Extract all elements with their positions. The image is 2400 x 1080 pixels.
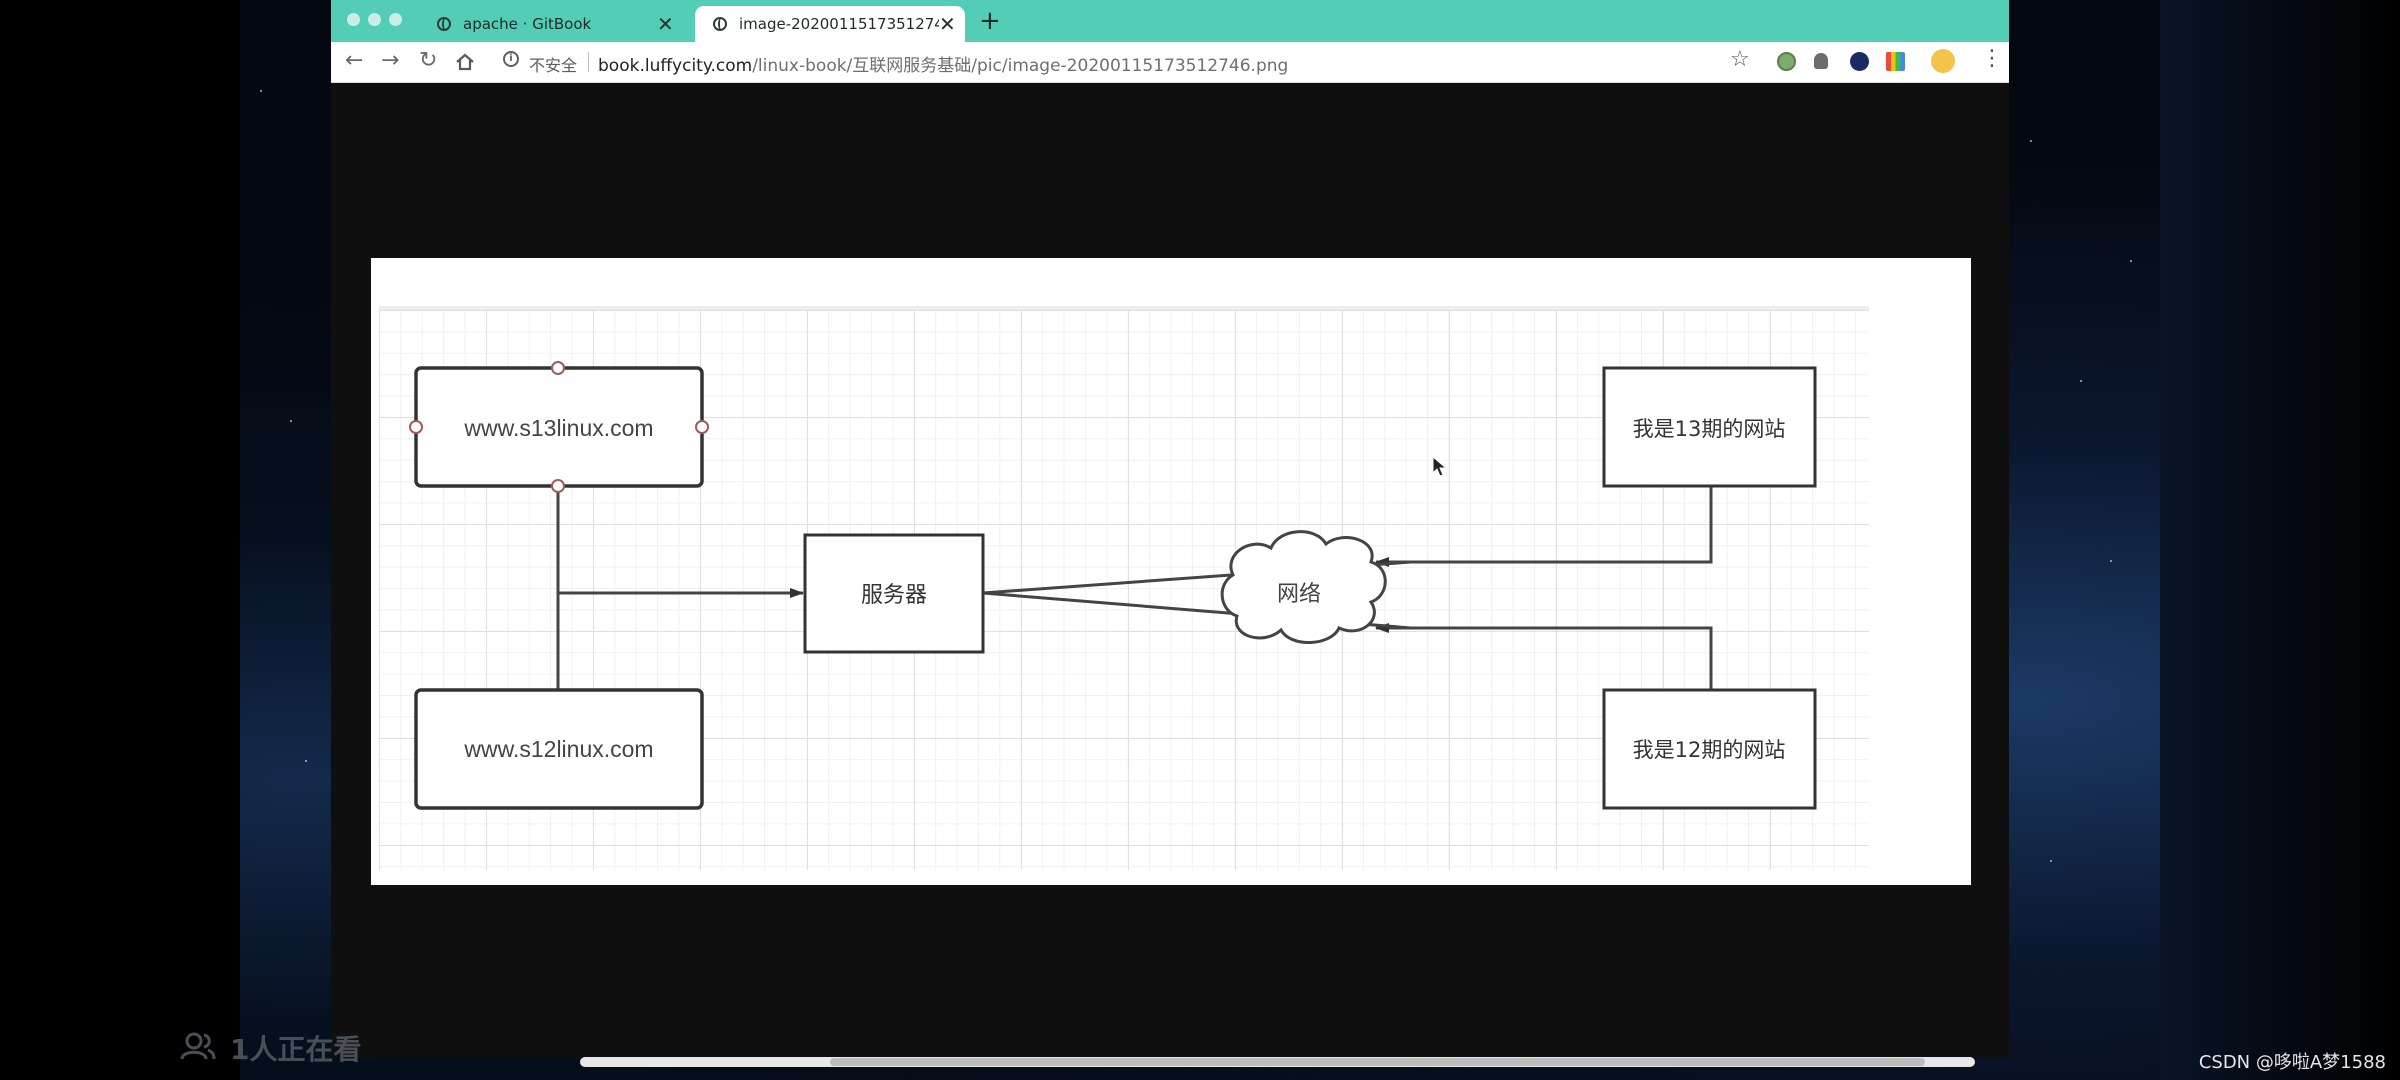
- star: [2110, 560, 2112, 562]
- window-minimize-dot[interactable]: [368, 13, 381, 26]
- window-zoom-dot[interactable]: [389, 13, 402, 26]
- selection-handle[interactable]: [551, 479, 565, 493]
- toolbar: ← → ↻ i 不安全 book.luffycity.com/linux-boo…: [331, 42, 2009, 83]
- box-s12: [414, 688, 704, 810]
- horizontal-scrollbar[interactable]: [580, 1057, 1975, 1067]
- extension-green-icon[interactable]: [1777, 52, 1796, 71]
- bookmark-star-icon[interactable]: ☆: [1730, 47, 1750, 72]
- network-diagram: www.s13linux.com www.s12linux.com 服务器 网络…: [409, 361, 1817, 810]
- menu-icon[interactable]: ⋮: [1981, 46, 2003, 71]
- star: [2050, 860, 2052, 862]
- viewers-count: 1人正在看: [230, 1033, 362, 1066]
- arrow-site12-to-network: [1375, 623, 1713, 690]
- star: [290, 420, 292, 422]
- browser-window: apache · GitBook ✕ image-202001151735127…: [331, 0, 2009, 1058]
- globe-icon: [437, 17, 451, 31]
- image-viewport: www.s13linux.com www.s12linux.com 服务器 网络…: [331, 83, 2009, 1058]
- window-close-dot[interactable]: [347, 13, 360, 26]
- label-site13: 我是13期的网站: [1633, 417, 1786, 441]
- tab-title: image-20200115173512746.png: [739, 15, 939, 33]
- selection-handle[interactable]: [695, 420, 709, 434]
- star: [305, 760, 307, 762]
- close-icon[interactable]: ✕: [939, 12, 956, 36]
- address-separator: [588, 52, 589, 72]
- star: [2030, 140, 2032, 142]
- watermark-credit: CSDN @哆啦A梦1588: [2198, 1052, 2386, 1073]
- extension-puzzle-icon[interactable]: [1814, 53, 1828, 69]
- viewers-icon: [180, 1032, 216, 1060]
- back-icon[interactable]: ←: [345, 48, 364, 73]
- tab-image[interactable]: image-20200115173512746.png ✕: [695, 6, 965, 42]
- mouse-cursor-icon: [1432, 456, 1448, 477]
- info-icon[interactable]: i: [503, 51, 519, 67]
- label-s13: www.s13linux.com: [463, 415, 653, 441]
- home-icon[interactable]: [455, 52, 475, 72]
- tab-bar: apache · GitBook ✕ image-202001151735127…: [331, 0, 2009, 42]
- forward-icon[interactable]: →: [381, 48, 400, 73]
- close-icon[interactable]: ✕: [657, 12, 674, 36]
- image-canvas: www.s13linux.com www.s12linux.com 服务器 网络…: [371, 258, 1971, 885]
- star: [2130, 260, 2132, 262]
- scrollbar-thumb[interactable]: [830, 1058, 1925, 1066]
- tab-apache-gitbook[interactable]: apache · GitBook ✕: [419, 6, 689, 42]
- box-site12: [1602, 688, 1817, 810]
- network-cloud: [1220, 530, 1387, 644]
- box-site13: [1602, 366, 1817, 488]
- extension-blue-icon[interactable]: [1850, 52, 1869, 71]
- label-site12: 我是12期的网站: [1633, 738, 1786, 762]
- label-server: 服务器: [861, 583, 927, 608]
- label-s12: www.s12linux.com: [463, 736, 653, 762]
- avatar[interactable]: [1931, 49, 1955, 73]
- left-letterbox: [0, 0, 240, 1080]
- extension-color-icon[interactable]: [1886, 52, 1905, 71]
- tab-title: apache · GitBook: [463, 15, 592, 33]
- label-network: 网络: [1277, 582, 1321, 607]
- star: [260, 90, 262, 92]
- globe-icon: [713, 17, 727, 31]
- new-tab-icon[interactable]: +: [979, 6, 1001, 36]
- insecure-label[interactable]: 不安全: [529, 56, 578, 75]
- url-path: /linux-book/互联网服务基础/pic/image-2020011517…: [752, 56, 1289, 76]
- reload-icon[interactable]: ↻: [419, 48, 438, 73]
- url-host: book.luffycity.com: [598, 56, 753, 76]
- address-bar[interactable]: book.luffycity.com/linux-book/互联网服务基础/pi…: [598, 51, 1288, 76]
- arrow-site13-to-network: [1375, 486, 1713, 567]
- selection-handle[interactable]: [551, 361, 565, 375]
- star: [2080, 380, 2082, 382]
- right-letterbox: [2160, 0, 2400, 1080]
- box-server: [803, 533, 985, 654]
- selection-handle[interactable]: [409, 420, 423, 434]
